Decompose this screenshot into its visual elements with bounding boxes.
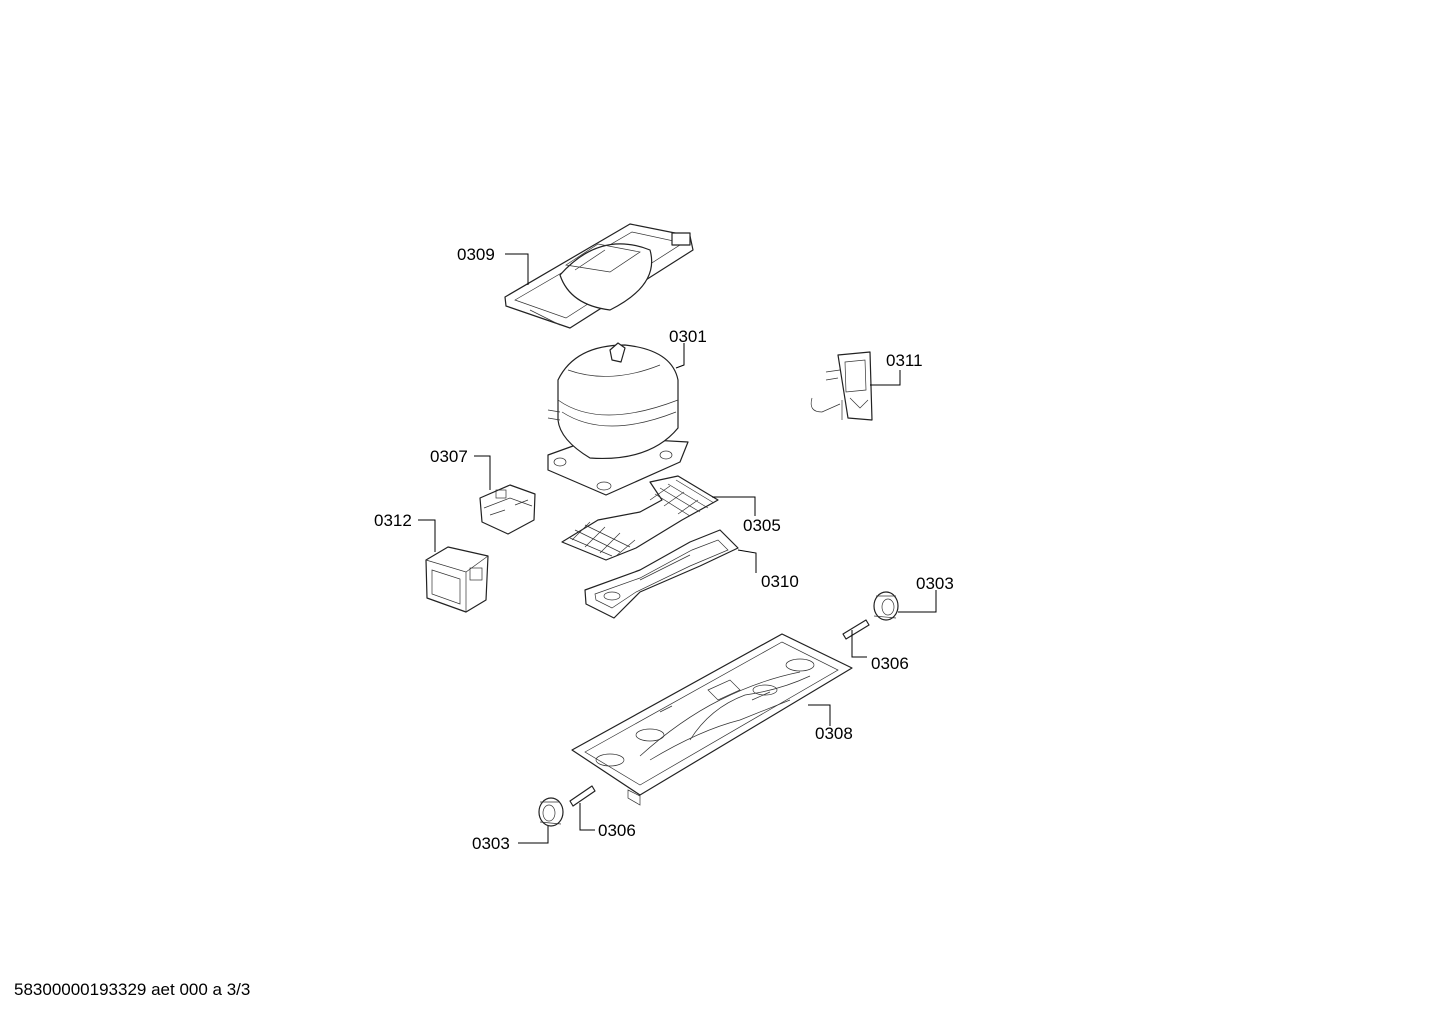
part-0311-relay-bracket (810, 351, 873, 421)
callout-0308: 0308 (815, 724, 853, 743)
document-code: 58300000193329 aet 000 a 3/3 (14, 980, 251, 999)
leader-lines (418, 253, 937, 844)
part-0305-grid-pad (561, 475, 719, 561)
callout-0311: 0311 (886, 351, 923, 370)
callout-0306-upper: 0306 (871, 654, 909, 673)
part-0312-capacitor (425, 546, 489, 613)
part-0303-damper-upper (873, 591, 899, 621)
part-0310-drip-tray (584, 529, 739, 619)
part-0307-relay (479, 484, 536, 535)
callout-0301: 0301 (669, 327, 707, 346)
callout-labels: 0309 0301 0311 0307 0312 0305 0310 0303 … (374, 245, 954, 853)
part-0308-base-plate (571, 633, 853, 806)
part-0309-tray (504, 223, 694, 329)
part-0303-damper-lower (538, 797, 564, 827)
callout-0309: 0309 (457, 245, 495, 264)
callout-0303-lower: 0303 (472, 834, 510, 853)
part-0301-compressor (547, 342, 689, 496)
callout-0303-upper: 0303 (916, 574, 954, 593)
part-0306-pin-lower (569, 785, 596, 807)
callout-0305: 0305 (743, 516, 781, 535)
callout-0310: 0310 (761, 572, 799, 591)
callout-0312: 0312 (374, 511, 412, 530)
part-0306-pin-upper (842, 619, 870, 640)
callout-0306-lower: 0306 (598, 821, 636, 840)
callout-0307: 0307 (430, 447, 468, 466)
